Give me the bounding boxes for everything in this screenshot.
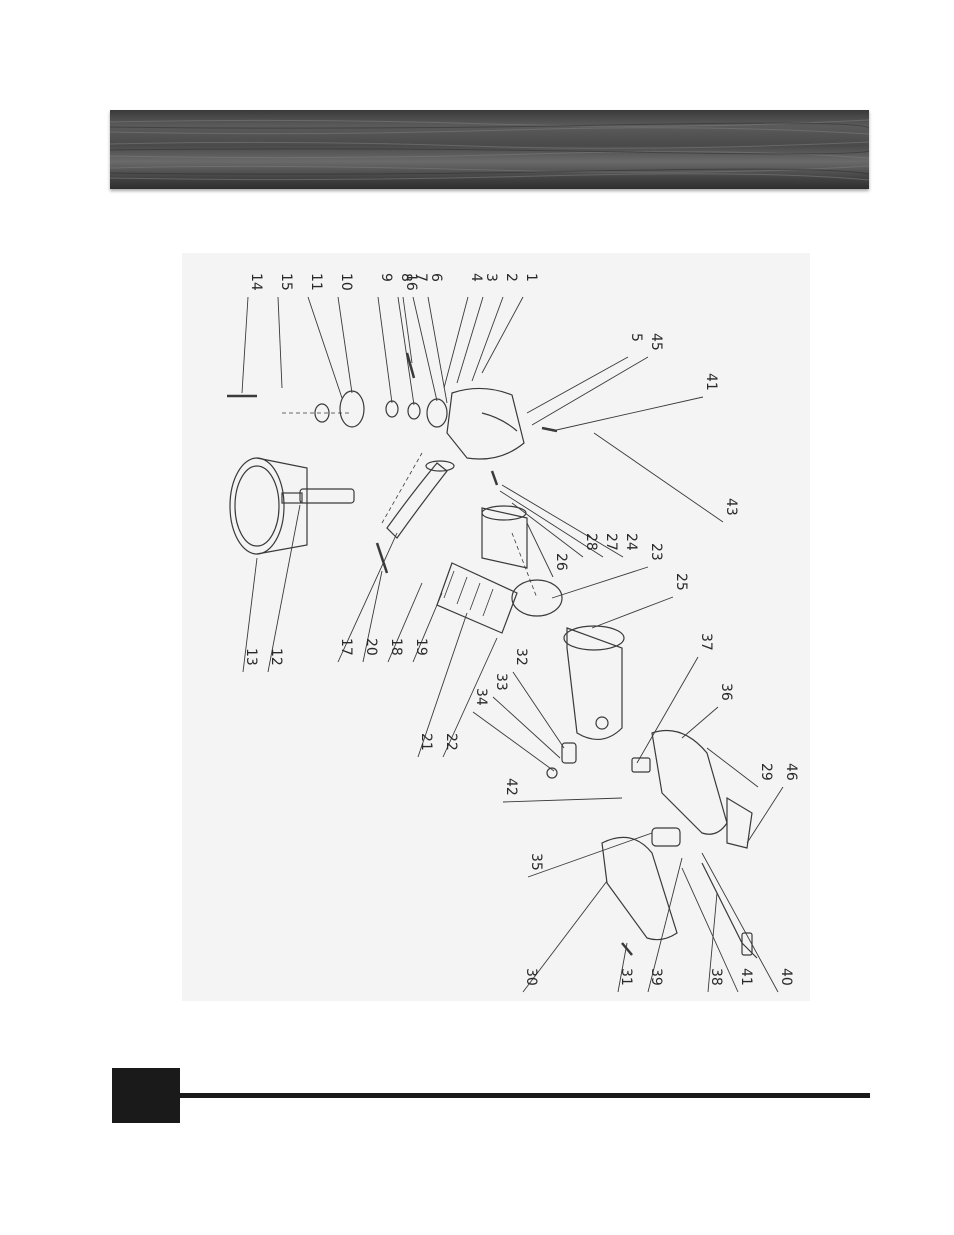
leader-line-25 [592,597,673,628]
leader-line-8 [398,297,414,405]
part-label-12: 12 [268,648,284,666]
spindle [300,489,354,503]
part-label-18: 18 [388,638,404,656]
part-label-45: 45 [648,333,664,351]
leader-line-2 [472,297,503,381]
gear-housing [447,388,524,459]
leader-line-37 [637,657,698,763]
part-label-34: 34 [473,688,489,706]
leader-line-35 [528,833,652,877]
part-label-2: 2 [503,273,519,282]
part-label-39: 39 [648,968,664,986]
page-number-block [112,1068,180,1123]
footer-rule [180,1093,870,1098]
part-label-36: 36 [718,683,734,701]
part-label-27: 27 [603,533,619,551]
leader-line-10 [338,297,352,393]
leader-line-14 [242,297,248,393]
backing-pad [230,458,284,554]
leader-line-11 [308,297,342,398]
leader-line-43 [594,433,723,522]
part-label-14: 14 [248,273,264,291]
part-label-42: 42 [503,778,519,796]
part-label-8: 8 [398,273,414,282]
leader-line-9 [378,297,392,403]
gear-7 [427,399,447,427]
power-cord [702,863,757,958]
leader-line-3 [457,297,483,383]
part-label-11: 11 [308,273,324,291]
part-label-24: 24 [623,533,639,551]
part-label-32: 32 [513,648,529,666]
part-label-21: 21 [418,733,434,751]
leader-line-42 [503,798,622,802]
leader-line-5 [527,357,628,413]
switch [652,828,680,846]
part-label-25: 25 [673,573,689,591]
leader-line-28 [512,503,583,557]
part-label-31: 31 [618,968,634,986]
brush-holder [562,743,576,763]
part-label-7: 7 [413,273,429,282]
leader-line-1 [482,297,523,373]
leader-line-4 [444,297,468,388]
flange-11 [340,391,364,427]
part-label-22: 22 [443,733,459,751]
leader-line-41 [552,397,703,431]
header-wood-banner [110,110,869,189]
leader-line-36 [682,707,718,738]
part-label-40: 40 [778,968,794,986]
part-label-13: 13 [243,648,259,666]
part-label-41: 41 [703,373,719,391]
leader-line-7 [413,297,437,401]
motor-housing [567,628,622,739]
part-label-20: 20 [363,638,379,656]
baffle-ring [512,580,562,616]
part-label-1: 1 [523,273,539,282]
part-label-38: 38 [708,968,724,986]
part-label-15: 15 [278,273,294,291]
part-label-6: 6 [428,273,444,282]
part-label-43: 43 [723,498,739,516]
handle-half-30 [602,837,677,939]
leader-line-32 [513,672,564,748]
leader-line-15 [278,297,282,388]
leader-line-6 [428,297,447,403]
handle-half-36 [652,731,727,835]
part-label-17: 17 [338,638,354,656]
leader-line-12 [268,505,300,672]
armature [437,563,517,633]
part-label-37: 37 [698,633,714,651]
part-label-46: 46 [783,763,799,781]
part-label-41: 41 [738,968,754,986]
part-label-5: 5 [628,333,644,342]
part-label-29: 29 [758,763,774,781]
field-coil [482,508,527,568]
part-label-30: 30 [523,968,539,986]
part-label-9: 9 [378,273,394,282]
part-label-10: 10 [338,273,354,291]
part-label-28: 28 [583,533,599,551]
part-label-26: 26 [553,553,569,571]
part-label-35: 35 [528,853,544,871]
side-handle [387,463,447,538]
part-label-3: 3 [483,273,499,282]
leader-line-45 [532,357,648,425]
part-label-19: 19 [413,638,429,656]
leader-line-23 [552,567,648,598]
part-label-33: 33 [493,673,509,691]
leader-line-46 [747,787,783,843]
part-label-23: 23 [648,543,664,561]
carbon-brush [632,758,650,772]
wood-grain-texture [110,110,869,189]
part-label-4: 4 [468,273,484,282]
